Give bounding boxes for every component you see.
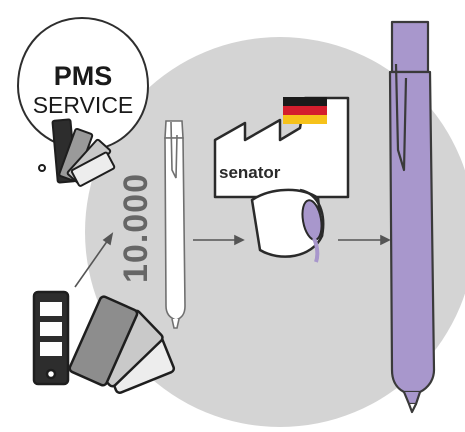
brand-label: senator <box>219 163 281 182</box>
pms-badge-icon: PMS SERVICE <box>16 16 150 160</box>
badge-subtitle: SERVICE <box>33 92 134 118</box>
white-pen-icon <box>164 120 186 329</box>
badge-title: PMS <box>54 61 113 91</box>
small-color-fan-icon <box>38 118 116 187</box>
arrow-icon <box>74 232 114 288</box>
paint-bucket-icon <box>250 188 325 263</box>
arrow-icon <box>338 234 391 246</box>
purple-pen-icon <box>388 20 436 414</box>
arrow-icon <box>193 234 245 246</box>
quantity-label: 10.000 <box>117 173 155 283</box>
germany-flag-icon <box>283 97 327 124</box>
color-fan-icon <box>32 290 176 394</box>
